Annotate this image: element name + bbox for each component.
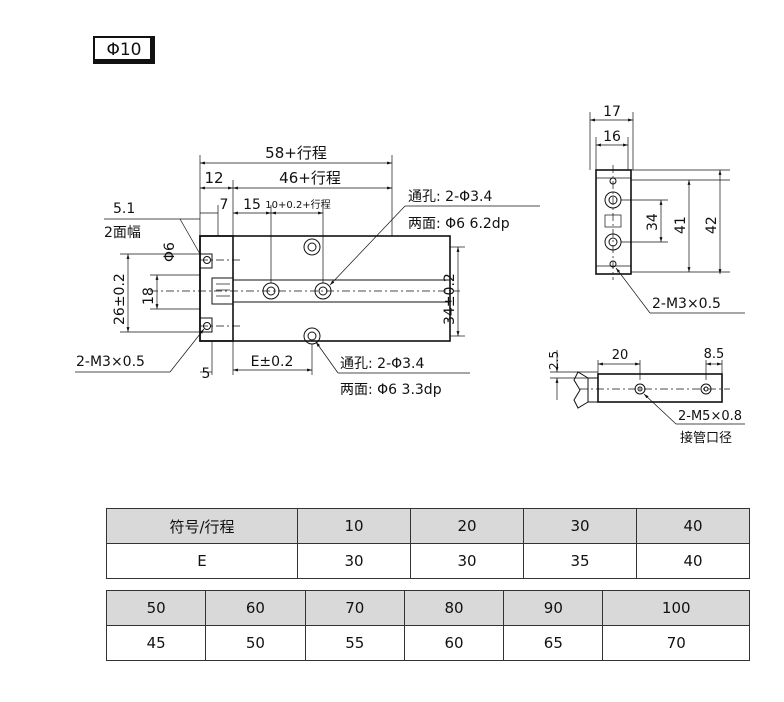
dim-34-side: 34: [645, 213, 661, 231]
dim-26: 26±0.2: [112, 273, 128, 325]
dim-18: 18: [141, 287, 157, 305]
end-plate: [199, 235, 234, 342]
table-row: 符号/行程 10 20 30 40: [106, 508, 750, 544]
note-top-through-hole: 通孔: 2-Φ3.4: [408, 189, 493, 205]
label-2-face-width: 2面幅: [104, 225, 141, 241]
table-cell: 40: [636, 508, 750, 544]
dim-E: E±0.2: [251, 354, 294, 370]
dim-7: 7: [220, 197, 229, 213]
dim-5-1: 5.1: [113, 201, 135, 217]
stroke-table-2: 50 60 70 80 90 100 45 50 55 60 65 70: [105, 590, 750, 661]
main-view: 58+行程 12 46+行程 7 15 10+0.2+行程 5.1 2面幅 Φ6…: [75, 144, 540, 398]
dim-17: 17: [603, 104, 621, 120]
dim-58-stroke: 58+行程: [265, 144, 327, 162]
size-title: Φ10: [93, 36, 155, 64]
side-body-outline: [595, 169, 632, 275]
stroke-table-1: 符号/行程 10 20 30 40 E 30 30 35 40: [106, 508, 750, 579]
note-bottom-through-hole: 通孔: 2-Φ3.4: [340, 356, 425, 372]
table-cell: 30: [410, 543, 524, 579]
dim-34-main: 34±0.2: [442, 273, 458, 325]
dim-41: 41: [673, 216, 689, 234]
dim-5: 5: [202, 366, 211, 382]
dim-42: 42: [704, 216, 720, 234]
table-cell: 90: [503, 590, 604, 626]
table-cell: 符号/行程: [106, 508, 298, 544]
dim-10-stroke: 10+0.2+行程: [265, 198, 330, 211]
note-bottom-counterbore: 两面: Φ6 3.3dp: [340, 382, 442, 398]
dim-12: 12: [204, 169, 223, 187]
table-cell: 100: [602, 590, 750, 626]
table-row: 45 50 55 60 65 70: [105, 625, 750, 661]
table-cell: 55: [304, 625, 405, 661]
table-cell: 30: [523, 508, 637, 544]
table-cell: 60: [205, 590, 306, 626]
side-view: 17 16 34 41 42 2-M3×0.5: [589, 104, 745, 314]
table-row: 50 60 70 80 90 100: [105, 590, 750, 626]
table-cell: E: [106, 543, 298, 579]
label-m5: 2-M5×0.8: [678, 409, 742, 424]
table-cell: 35: [523, 543, 637, 579]
dim-15: 15: [243, 197, 261, 213]
table-cell: 50: [205, 625, 306, 661]
dim-2-5: 2.5: [547, 351, 561, 370]
table-cell: 30: [297, 543, 411, 579]
dim-16: 16: [603, 129, 621, 145]
label-m3-side: 2-M3×0.5: [652, 296, 721, 312]
note-top-counterbore: 两面: Φ6 6.2dp: [408, 216, 510, 232]
table-cell: 10: [297, 508, 411, 544]
table-cell: 70: [602, 625, 750, 661]
dim-phi6: Φ6: [162, 242, 178, 262]
table-cell: 65: [503, 625, 604, 661]
table-row: E 30 30 35 40: [106, 543, 750, 579]
technical-drawing: 58+行程 12 46+行程 7 15 10+0.2+行程 5.1 2面幅 Φ6…: [75, 104, 745, 446]
label-m3-main: 2-M3×0.5: [76, 354, 145, 370]
dim-8-5: 8.5: [704, 347, 725, 362]
table-cell: 80: [403, 590, 505, 626]
label-port-size: 接管口径: [680, 430, 732, 446]
table-cell: 60: [403, 625, 505, 661]
cylinder-body-outline: [199, 235, 451, 342]
dim-46-stroke: 46+行程: [279, 169, 341, 187]
through-hole-top: [303, 238, 321, 256]
bottom-view: 20 8.5 2.5 2-M5×0.8 接管口径: [547, 347, 745, 446]
table-cell: 70: [304, 590, 405, 626]
table-cell: 50: [105, 590, 207, 626]
dim-20: 20: [612, 348, 629, 363]
table-cell: 45: [105, 625, 207, 661]
bottom-body-outline: [597, 373, 723, 403]
table-cell: 20: [410, 508, 524, 544]
table-cell: 40: [636, 543, 750, 579]
